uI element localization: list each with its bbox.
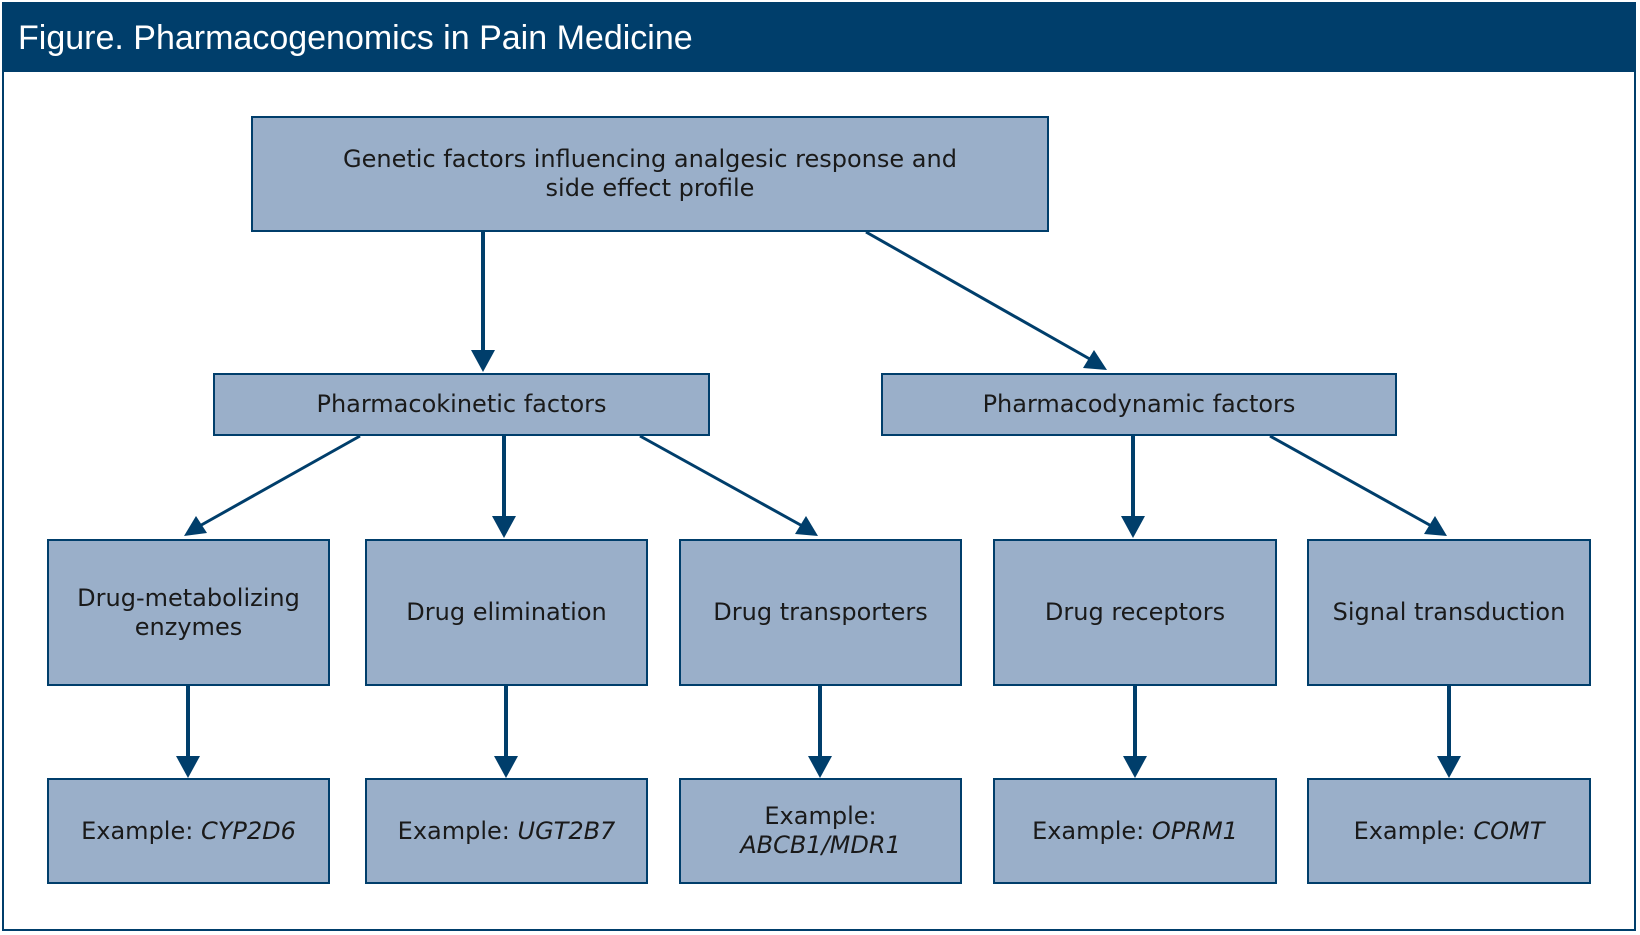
example-prefix: Example: bbox=[764, 802, 877, 830]
arrowhead-metabolizing-to-cyp2d6 bbox=[176, 756, 200, 778]
example-ugt2b7-label: Example: UGT2B7 bbox=[398, 817, 616, 846]
drug-receptors-box: Drug receptors bbox=[993, 539, 1277, 686]
arrowhead-pk-to-metabolizing bbox=[184, 516, 207, 536]
arrowhead-transporters-to-abcb1 bbox=[808, 756, 832, 778]
gene-name-comt: COMT bbox=[1473, 816, 1545, 845]
gene-name-ugt2b7: UGT2B7 bbox=[517, 816, 616, 845]
example-ugt2b7-box: Example: UGT2B7 bbox=[365, 778, 648, 884]
arrowhead-pd-to-signal bbox=[1424, 516, 1447, 536]
drug-receptors-label: Drug receptors bbox=[1044, 598, 1226, 626]
example-cyp2d6-label: Example: CYP2D6 bbox=[81, 817, 296, 846]
figure-header: Figure. Pharmacogenomics in Pain Medicin… bbox=[4, 4, 1634, 72]
example-abcb1-mdr1-box: Example: ABCB1/MDR1 bbox=[679, 778, 962, 884]
example-prefix: Example: bbox=[397, 816, 518, 845]
drug-metabolizing-enzymes-label: Drug-metabolizing enzymes bbox=[77, 583, 300, 641]
arrow-pk-to-transporters bbox=[639, 434, 807, 530]
arrow-pd-to-signal bbox=[1269, 434, 1436, 530]
drug-transporters-box: Drug transporters bbox=[679, 539, 962, 686]
drug-transporters-label: Drug transporters bbox=[713, 598, 928, 626]
arrowhead-signal-to-comt bbox=[1437, 756, 1461, 778]
arrowhead-root-to-pd bbox=[1083, 350, 1107, 370]
example-cyp2d6-box: Example: CYP2D6 bbox=[47, 778, 330, 884]
arrow-root-to-pd bbox=[865, 230, 1096, 364]
signal-transduction-label: Signal transduction bbox=[1332, 598, 1566, 626]
arrowhead-pd-to-receptors bbox=[1121, 516, 1145, 538]
gene-name-abcb1-mdr1: ABCB1/MDR1 bbox=[740, 831, 901, 859]
figure-title: Figure. Pharmacogenomics in Pain Medicin… bbox=[18, 19, 693, 57]
example-prefix: Example: bbox=[81, 816, 201, 845]
arrow-pk-to-metabolizing bbox=[195, 434, 361, 530]
arrowhead-pk-to-transporters bbox=[795, 516, 818, 536]
genetic-factors-label: Genetic factors influencing analgesic re… bbox=[343, 145, 957, 202]
pharmacokinetic-factors-label: Pharmacokinetic factors bbox=[316, 390, 607, 418]
example-prefix: Example: bbox=[1353, 816, 1474, 845]
arrowhead-root-to-pk bbox=[471, 350, 495, 372]
drug-metabolizing-enzymes-box: Drug-metabolizing enzymes bbox=[47, 539, 330, 686]
example-oprm1-box: Example: OPRM1 bbox=[993, 778, 1277, 884]
gene-name-oprm1: OPRM1 bbox=[1151, 816, 1238, 845]
example-abcb1-mdr1-label: Example: ABCB1/MDR1 bbox=[721, 802, 921, 860]
example-comt-box: Example: COMT bbox=[1307, 778, 1591, 884]
pharmacodynamic-factors-label: Pharmacodynamic factors bbox=[982, 390, 1296, 418]
drug-elimination-label: Drug elimination bbox=[406, 598, 607, 626]
example-oprm1-label: Example: OPRM1 bbox=[1032, 817, 1238, 846]
pharmacokinetic-factors-box: Pharmacokinetic factors bbox=[213, 373, 710, 436]
arrowhead-pk-to-elimination bbox=[492, 516, 516, 538]
gene-name-cyp2d6: CYP2D6 bbox=[200, 816, 296, 845]
genetic-factors-box: Genetic factors influencing analgesic re… bbox=[251, 116, 1049, 232]
arrowhead-elimination-to-ugt2b7 bbox=[494, 756, 518, 778]
arrowhead-receptors-to-oprm1 bbox=[1123, 756, 1147, 778]
example-comt-label: Example: COMT bbox=[1354, 817, 1545, 846]
example-prefix: Example: bbox=[1032, 816, 1152, 845]
drug-elimination-box: Drug elimination bbox=[365, 539, 648, 686]
pharmacodynamic-factors-box: Pharmacodynamic factors bbox=[881, 373, 1397, 436]
signal-transduction-box: Signal transduction bbox=[1307, 539, 1591, 686]
